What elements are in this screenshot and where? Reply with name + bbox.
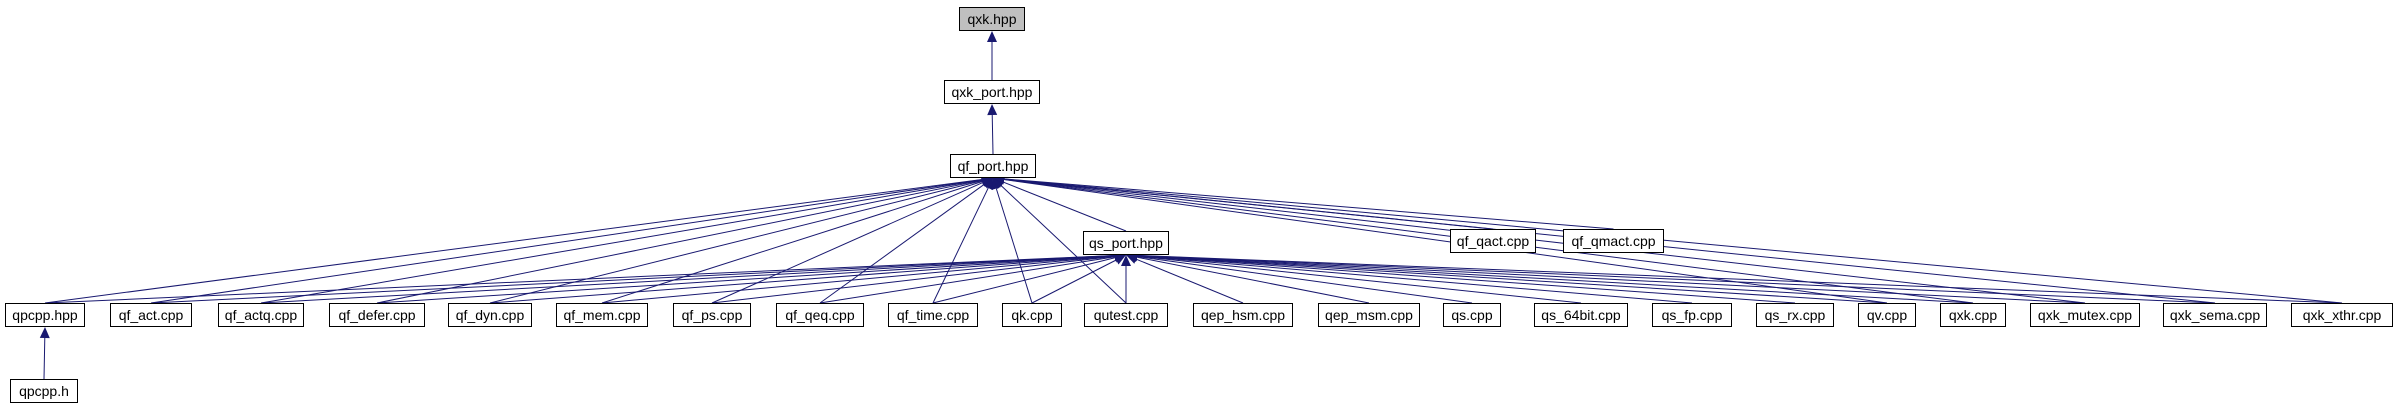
arrowhead-qutest_cpp-to-qf_port_hpp — [993, 178, 1005, 190]
edge-qf_actq_cpp-to-qf_port_hpp — [260, 179, 983, 304]
node-qep-hsm-cpp[interactable]: qep_hsm.cpp — [1193, 303, 1293, 327]
node-qf-dyn-cpp[interactable]: qf_dyn.cpp — [448, 303, 532, 327]
edge-qpcpp_hpp-to-qf_port_hpp — [44, 178, 983, 304]
arrowhead-qxk_port_hpp-to-qxk_hpp — [987, 31, 997, 42]
edge-qxk_cpp-to-qs_port_hpp — [1136, 255, 1974, 304]
node-qf-qact-cpp[interactable]: qf_qact.cpp — [1450, 229, 1536, 253]
node-qxk-xthr-cpp[interactable]: qxk_xthr.cpp — [2291, 303, 2393, 327]
node-qs-cpp[interactable]: qs.cpp — [1443, 303, 1501, 327]
node-qf-ps-cpp[interactable]: qf_ps.cpp — [673, 303, 751, 327]
edge-qv_cpp-to-qs_port_hpp — [1136, 255, 1888, 304]
edge-qf_actq_cpp-to-qs_port_hpp — [260, 255, 1116, 304]
edge-qs_64bit_cpp-to-qs_port_hpp — [1136, 255, 1582, 304]
edge-qf_act_cpp-to-qs_port_hpp — [150, 255, 1116, 304]
node-qf-mem-cpp[interactable]: qf_mem.cpp — [556, 303, 648, 327]
node-qf-qmact-cpp[interactable]: qf_qmact.cpp — [1563, 229, 1664, 253]
edge-qf_mem_cpp-to-qf_port_hpp — [601, 180, 983, 304]
node-qf-port-hpp[interactable]: qf_port.hpp — [950, 154, 1036, 178]
node-qep-msm-cpp[interactable]: qep_msm.cpp — [1318, 303, 1420, 327]
edge-qf_time_cpp-to-qs_port_hpp — [932, 257, 1116, 304]
node-qf-act-cpp[interactable]: qf_act.cpp — [110, 303, 192, 327]
edge-qf_act_cpp-to-qf_port_hpp — [150, 179, 983, 304]
node-qpcpp-h[interactable]: qpcpp.h — [10, 379, 78, 403]
edge-qf_dyn_cpp-to-qs_port_hpp — [489, 255, 1116, 304]
edge-qf_qmact_cpp-to-qf_port_hpp — [1003, 178, 1614, 230]
node-qs-port-hpp[interactable]: qs_port.hpp — [1083, 231, 1169, 255]
arrowhead-qutest_cpp-to-qs_port_hpp — [1121, 255, 1131, 266]
arrowhead-qf_time_cpp-to-qf_port_hpp — [983, 178, 993, 191]
node-qk-cpp[interactable]: qk.cpp — [1002, 303, 1062, 327]
edge-qf_ps_cpp-to-qf_port_hpp — [711, 182, 984, 304]
edge-qf_qeq_cpp-to-qs_port_hpp — [819, 256, 1116, 304]
edge-qf_port_hpp-to-qxk_port_hpp — [991, 114, 994, 155]
edge-qxk_sema_cpp-to-qs_port_hpp — [1136, 254, 2216, 304]
edge-qxk_mutex_cpp-to-qs_port_hpp — [1136, 255, 2086, 304]
node-qf-qeq-cpp[interactable]: qf_qeq.cpp — [776, 303, 864, 327]
node-qpcpp-hpp[interactable]: qpcpp.hpp — [5, 303, 85, 327]
node-qxk-cpp[interactable]: qxk.cpp — [1940, 303, 2006, 327]
edge-qf_time_cpp-to-qf_port_hpp — [932, 187, 989, 304]
edge-qxk_xthr_cpp-to-qs_port_hpp — [1136, 254, 2343, 304]
arrowhead-qk_cpp-to-qs_port_hpp — [1113, 255, 1126, 265]
node-qf-time-cpp[interactable]: qf_time.cpp — [888, 303, 978, 327]
edge-qs_rx_cpp-to-qs_port_hpp — [1136, 255, 1796, 304]
node-qs-fp-cpp[interactable]: qs_fp.cpp — [1652, 303, 1732, 327]
edge-qep_hsm_cpp-to-qs_port_hpp — [1135, 258, 1244, 304]
node-qs-rx-cpp[interactable]: qs_rx.cpp — [1756, 303, 1834, 327]
edge-qpcpp_h-to-qpcpp_hpp — [43, 337, 46, 380]
edge-qk_cpp-to-qf_port_hpp — [995, 188, 1033, 304]
node-qxk-mutex-cpp[interactable]: qxk_mutex.cpp — [2030, 303, 2140, 327]
node-qf-actq-cpp[interactable]: qf_actq.cpp — [218, 303, 304, 327]
edge-qf_mem_cpp-to-qs_port_hpp — [601, 255, 1116, 304]
edge-qxk_mutex_cpp-to-qf_port_hpp — [1003, 178, 2086, 304]
node-qutest-cpp[interactable]: qutest.cpp — [1084, 303, 1168, 327]
edge-qf_defer_cpp-to-qs_port_hpp — [376, 255, 1116, 304]
node-qxk-port-hpp[interactable]: qxk_port.hpp — [944, 80, 1040, 104]
edge-qf_ps_cpp-to-qs_port_hpp — [711, 255, 1116, 304]
edge-qs_fp_cpp-to-qs_port_hpp — [1136, 255, 1693, 304]
edge-qxk_xthr_cpp-to-qf_port_hpp — [1003, 178, 2343, 304]
arrowhead-qpcpp_h-to-qpcpp_hpp — [39, 327, 50, 339]
edge-qs_cpp-to-qs_port_hpp — [1136, 256, 1473, 304]
edge-qpcpp_hpp-to-qs_port_hpp — [44, 254, 1116, 304]
edge-qk_cpp-to-qs_port_hpp — [1031, 259, 1117, 304]
edge-qf_defer_cpp-to-qf_port_hpp — [376, 179, 983, 304]
edge-qs_port_hpp-to-qf_port_hpp — [1003, 181, 1127, 232]
node-qs-64bit-cpp[interactable]: qs_64bit.cpp — [1534, 303, 1628, 327]
node-qf-defer-cpp[interactable]: qf_defer.cpp — [329, 303, 425, 327]
node-qxk-sema-cpp[interactable]: qxk_sema.cpp — [2163, 303, 2267, 327]
node-qxk-hpp: qxk.hpp — [959, 7, 1025, 31]
node-qv-cpp[interactable]: qv.cpp — [1858, 303, 1916, 327]
edge-qf_qeq_cpp-to-qf_port_hpp — [819, 184, 985, 304]
arrowhead-qf_port_hpp-to-qxk_port_hpp — [987, 104, 998, 116]
edge-qutest_cpp-to-qf_port_hpp — [1000, 185, 1127, 304]
edge-qep_msm_cpp-to-qs_port_hpp — [1136, 256, 1370, 304]
